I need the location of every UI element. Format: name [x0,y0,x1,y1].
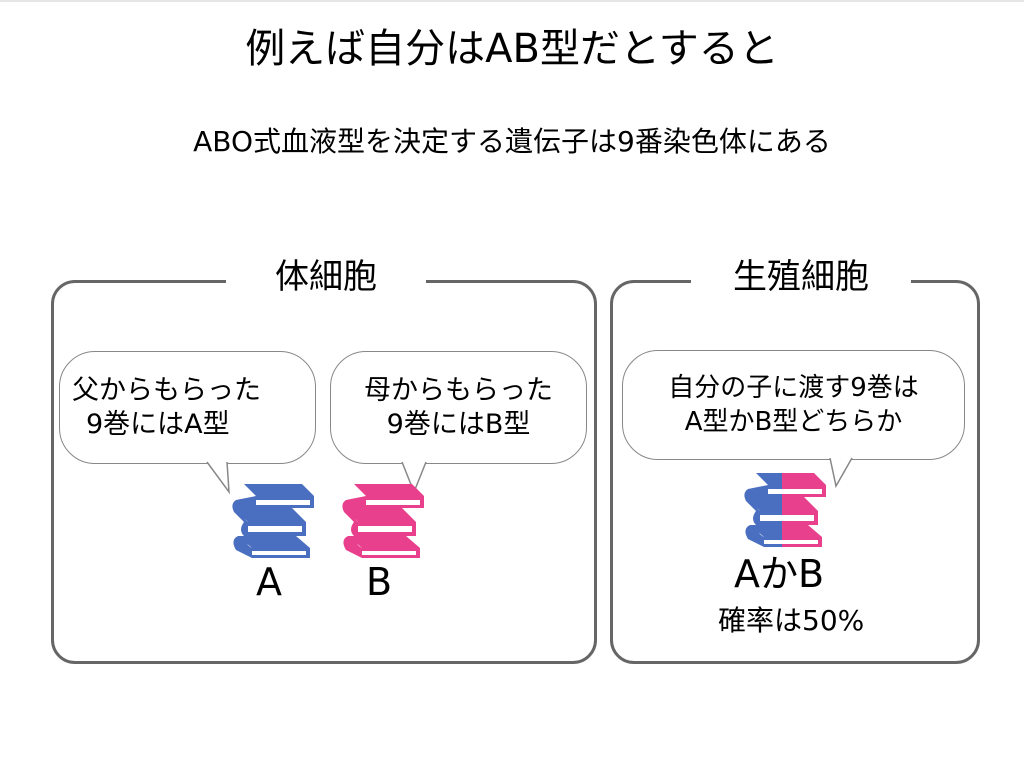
book-stack-icon [232,484,314,558]
page-title: 例えば自分はAB型だとすると [245,26,779,72]
somatic-cell-panel: 体細胞 [51,257,597,664]
germ-bubble-line-1: 自分の子に渡す9巻は [668,373,919,403]
father-bubble-line-1: 父からもらった [72,374,261,406]
germ-bubble-line-2: A型かB型どちらか [684,407,903,437]
mother-bubble-line-2: 9巻にはB型 [386,408,531,440]
top-rule [0,0,1024,2]
mother-bubble-line-1: 母からもらった [364,374,553,406]
germ-speech-bubble: 自分の子に渡す9巻は A型かB型どちらか [622,350,965,460]
probability-label: 確率は50% [718,604,865,637]
mother-speech-bubble: 母からもらった 9巻にはB型 [330,351,587,464]
allele-a-label: A [256,560,282,604]
page-subtitle: ABO式血液型を決定する遺伝子は9番染色体にある [193,125,831,158]
book-stack-icon [744,473,826,547]
allele-a-or-b-label: AかB [734,552,825,596]
book-stack-icon [342,484,424,558]
germ-cell-label: 生殖細胞 [691,257,911,297]
somatic-cell-label: 体細胞 [226,257,426,297]
allele-b-label: B [366,560,393,604]
germ-bubble-tail [829,455,853,489]
father-bubble-line-2: 9巻にはA型 [86,408,230,440]
father-bubble-tail [206,459,230,495]
germ-cell-panel: 生殖細胞 [610,257,980,664]
father-speech-bubble: 父からもらった 9巻にはA型 [59,351,316,464]
